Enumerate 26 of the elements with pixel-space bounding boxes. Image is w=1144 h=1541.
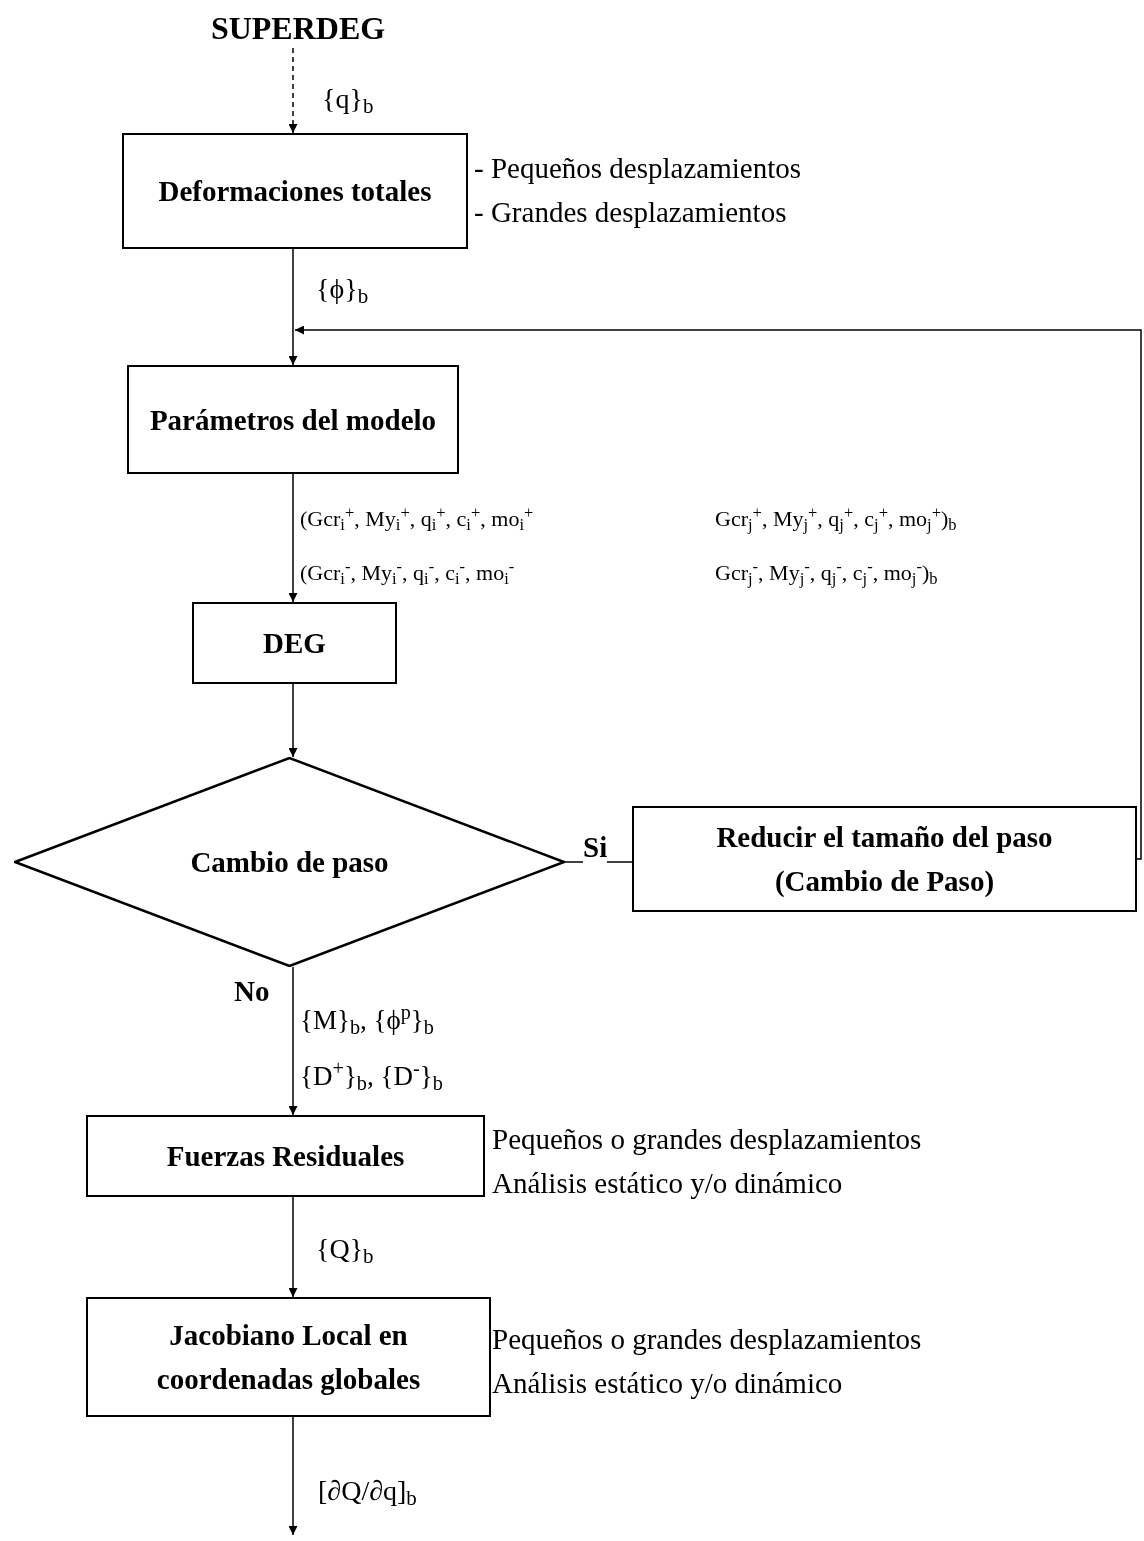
arrow — [288, 47, 298, 134]
arrow — [288, 1196, 298, 1298]
arrow — [294, 325, 1142, 860]
variable-label: Gcr$_{j}$$^{+}$, My$_{j}$$^{+}$, q$_{j}$$^{+}$, c$_{j}$$^{+}$, mo$_{j}$$^{+}$)$_{b}$ — [715, 502, 957, 535]
process-box: Reducir el tamaño del paso (Cambio de Paso) — [632, 806, 1137, 912]
node-note: Análisis estático y/o dinámico — [492, 1366, 844, 1401]
node-note: - Pequeños desplazamientos — [474, 151, 801, 186]
process-box: Jacobiano Local en coordenadas globales — [86, 1297, 491, 1417]
arrow — [288, 473, 298, 603]
arrow — [288, 1416, 298, 1536]
node-note: Pequeños o grandes desplazamientos — [492, 1122, 922, 1157]
process-box: Fuerzas Residuales — [86, 1115, 485, 1197]
process-box: Parámetros del modelo — [127, 365, 459, 474]
arrow — [288, 683, 298, 758]
variable-label: Gcr$_{j}$$^{-}$, My$_{j}$$^{-}$, q$_{j}$$^{-}$, c$_{j}$$^{-}$, mo$_{j}$$^{-}$)$_{b}$ — [715, 556, 938, 589]
node-note: Análisis estático y/o dinámico — [492, 1166, 844, 1201]
variable-label: {M}$_{b}$, {ϕ$^{p}$}$_{b}$ — [300, 1000, 434, 1041]
decision-diamond: Cambio de paso — [14, 757, 565, 967]
node-note: - Grandes desplazamientos — [474, 195, 788, 230]
process-box: Deformaciones totales — [122, 133, 468, 249]
start-label: SUPERDEG — [180, 8, 416, 48]
arrow — [288, 966, 298, 1116]
arrow — [288, 248, 298, 366]
node-note: Pequeños o grandes desplazamientos — [492, 1322, 922, 1357]
process-box: DEG — [192, 602, 397, 684]
variable-label: {D$^{+}$}$_{b}$, {D$^{-}$}$_{b}$ — [300, 1056, 443, 1097]
